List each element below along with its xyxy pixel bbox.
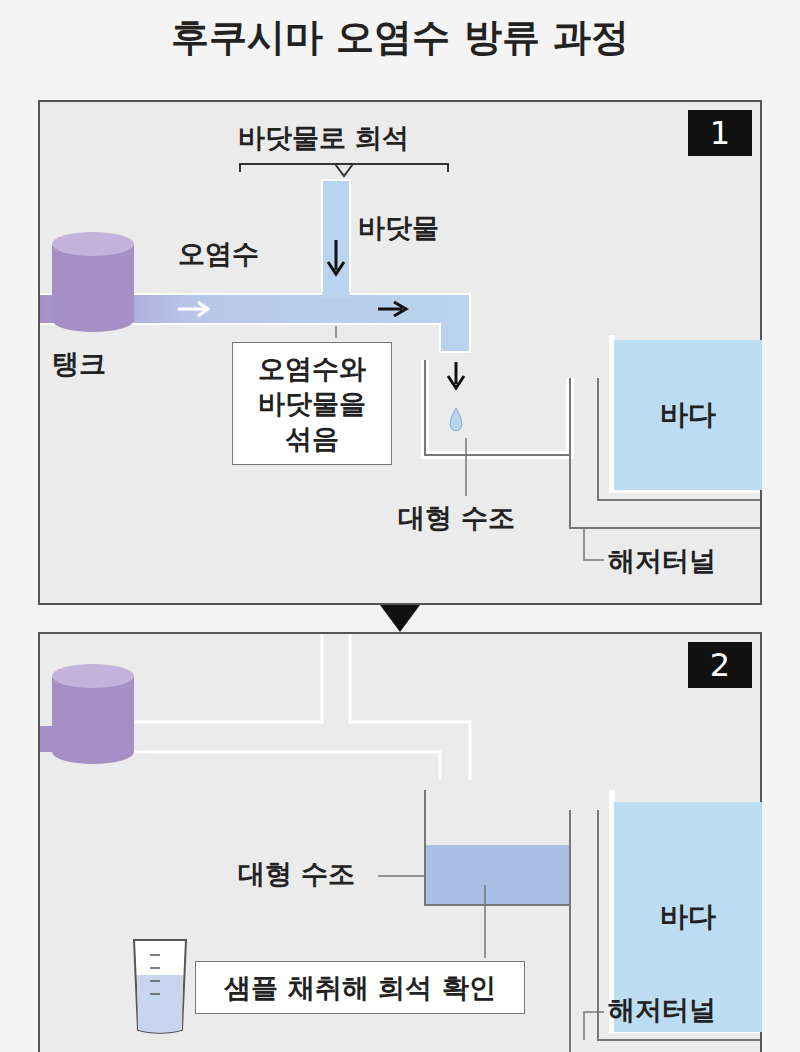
flow-arrow	[328, 240, 344, 274]
callout-box: 샘플 채취해 희석 확인	[195, 961, 525, 1014]
step-arrow	[380, 605, 420, 632]
step-panel: 2 샘플 채취해 희석 확인 바다	[38, 632, 762, 1052]
part-label: 해저터널	[608, 992, 716, 1028]
leader-line	[465, 438, 467, 496]
leader-line	[484, 885, 486, 958]
tank	[52, 676, 134, 764]
tank-top	[52, 664, 134, 688]
sea-region: 바다	[614, 340, 762, 490]
part-label: 탱크	[52, 346, 106, 382]
tank-water	[425, 845, 570, 905]
leader-line	[378, 875, 424, 877]
tank-top	[52, 232, 134, 256]
part-label: 바닷물	[358, 210, 439, 246]
tank	[52, 244, 134, 332]
flow-arrow	[448, 362, 464, 388]
leader-line	[335, 326, 337, 338]
seawater-pipe	[322, 180, 350, 298]
title: 후쿠시마 오염수 방류 과정	[0, 12, 800, 63]
leader-line	[584, 528, 604, 560]
step-number: 2	[688, 642, 752, 688]
pipe-joint	[322, 292, 350, 298]
part-label: 대형 수조	[238, 856, 355, 892]
part-label: 해저터널	[608, 543, 716, 579]
part-label: 대형 수조	[398, 500, 515, 536]
callout-box: 오염수와 바닷물을 섞음	[232, 342, 392, 465]
flow-arrow	[378, 302, 406, 316]
part-label: 오염수	[178, 236, 259, 272]
pipe	[38, 726, 52, 752]
large-tank	[425, 360, 570, 455]
panel-ground	[38, 632, 762, 1052]
region-name: 바다	[660, 396, 716, 434]
bracket	[240, 164, 448, 176]
part-label: 바닷물로 희석	[238, 120, 409, 156]
arrow-head	[380, 605, 420, 632]
callout-text: 샘플 채취해 희석 확인	[206, 970, 514, 1005]
large-tank	[425, 790, 570, 905]
panel-ground	[38, 100, 762, 605]
beaker-icon	[134, 940, 186, 1033]
callout-text: 오염수와 바닷물을 섞음	[243, 351, 381, 456]
step-number: 1	[688, 110, 752, 156]
leader-line	[584, 1012, 604, 1040]
empty-pipe	[134, 632, 470, 780]
flow-arrow	[178, 302, 208, 316]
water-drop	[450, 408, 462, 431]
region-name: 바다	[660, 898, 716, 936]
large-tank	[425, 360, 570, 455]
